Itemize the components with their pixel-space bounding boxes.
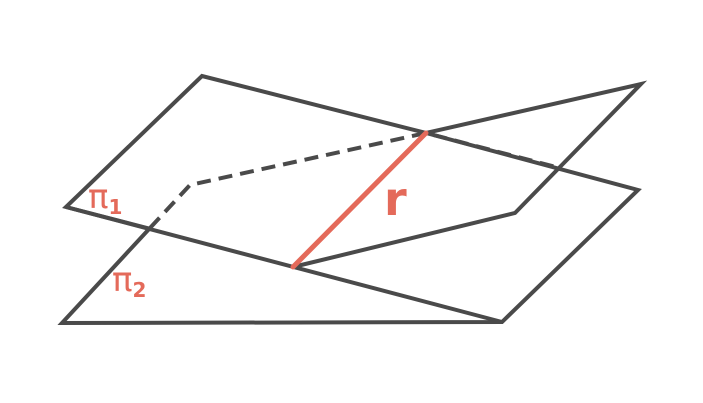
line-r-label: r	[384, 172, 407, 226]
intersection-line-r	[290, 130, 429, 270]
plane-1-edge	[62, 73, 648, 269]
plane-2-front-edge	[65, 205, 503, 324]
plane-2-symbol: π	[112, 260, 132, 300]
plane-2-label: π2	[112, 260, 146, 302]
plane-1-symbol: π	[88, 177, 108, 217]
plane-1-label: π1	[88, 177, 122, 219]
plane-1-subscript: 1	[108, 195, 122, 219]
plane-2-hidden-edge	[148, 130, 557, 230]
plane-2-subscript: 2	[132, 278, 146, 302]
